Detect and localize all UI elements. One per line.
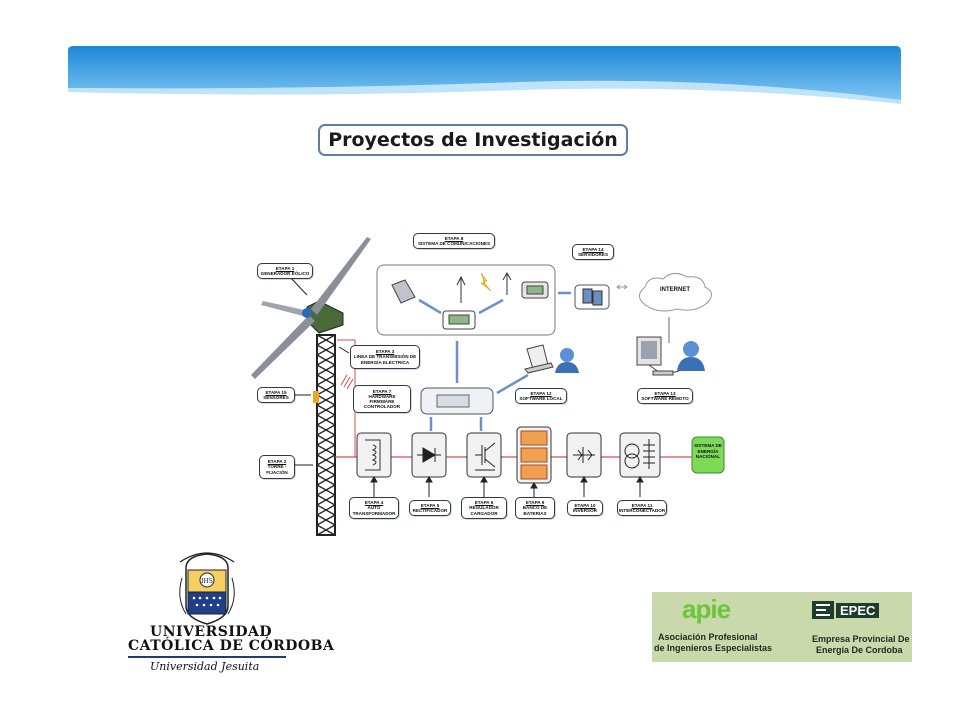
ucc-name-line2: CATÓLICA DE CÓRDOBA (128, 638, 335, 654)
epec-logo-icon (812, 601, 834, 619)
header-banner (68, 46, 901, 104)
epec-line1: Empresa Provincial De (812, 634, 910, 644)
power-stage-icons (365, 430, 655, 480)
remote-software-user-icon (636, 336, 705, 376)
communication-devices (391, 271, 549, 330)
wind-turbine-rotor-icon (251, 237, 371, 379)
ucc-name-line1: UNIVERSIDAD (150, 624, 273, 640)
epec-logo-mark: EPEC (836, 603, 880, 618)
ucc-divider (128, 656, 286, 658)
server-icon (574, 284, 610, 310)
ucc-seal-text: IHS (201, 578, 213, 585)
apie-logo-mark: apie (682, 594, 731, 624)
local-software-user-icon (524, 344, 579, 374)
ucc-subtitle: Universidad Jesuita (150, 660, 260, 673)
epec-line2: Energía De Cordoba (816, 645, 903, 655)
grid-label: SISTEMA DE ENERGÍA NACIONAL (694, 443, 722, 460)
apie-line1: Asociación Profesional (658, 632, 758, 642)
apie-line2: de Ingenieros Especialistas (654, 643, 773, 653)
partner-logos: apie Asociación Profesional de Ingeniero… (652, 592, 912, 662)
internet-label: INTERNET (660, 287, 690, 293)
page-title: Proyectos de Investigación (318, 124, 628, 156)
tower (313, 334, 337, 536)
internet-cloud-icon (639, 273, 712, 312)
ucc-seal-logo: IHS (179, 552, 235, 625)
